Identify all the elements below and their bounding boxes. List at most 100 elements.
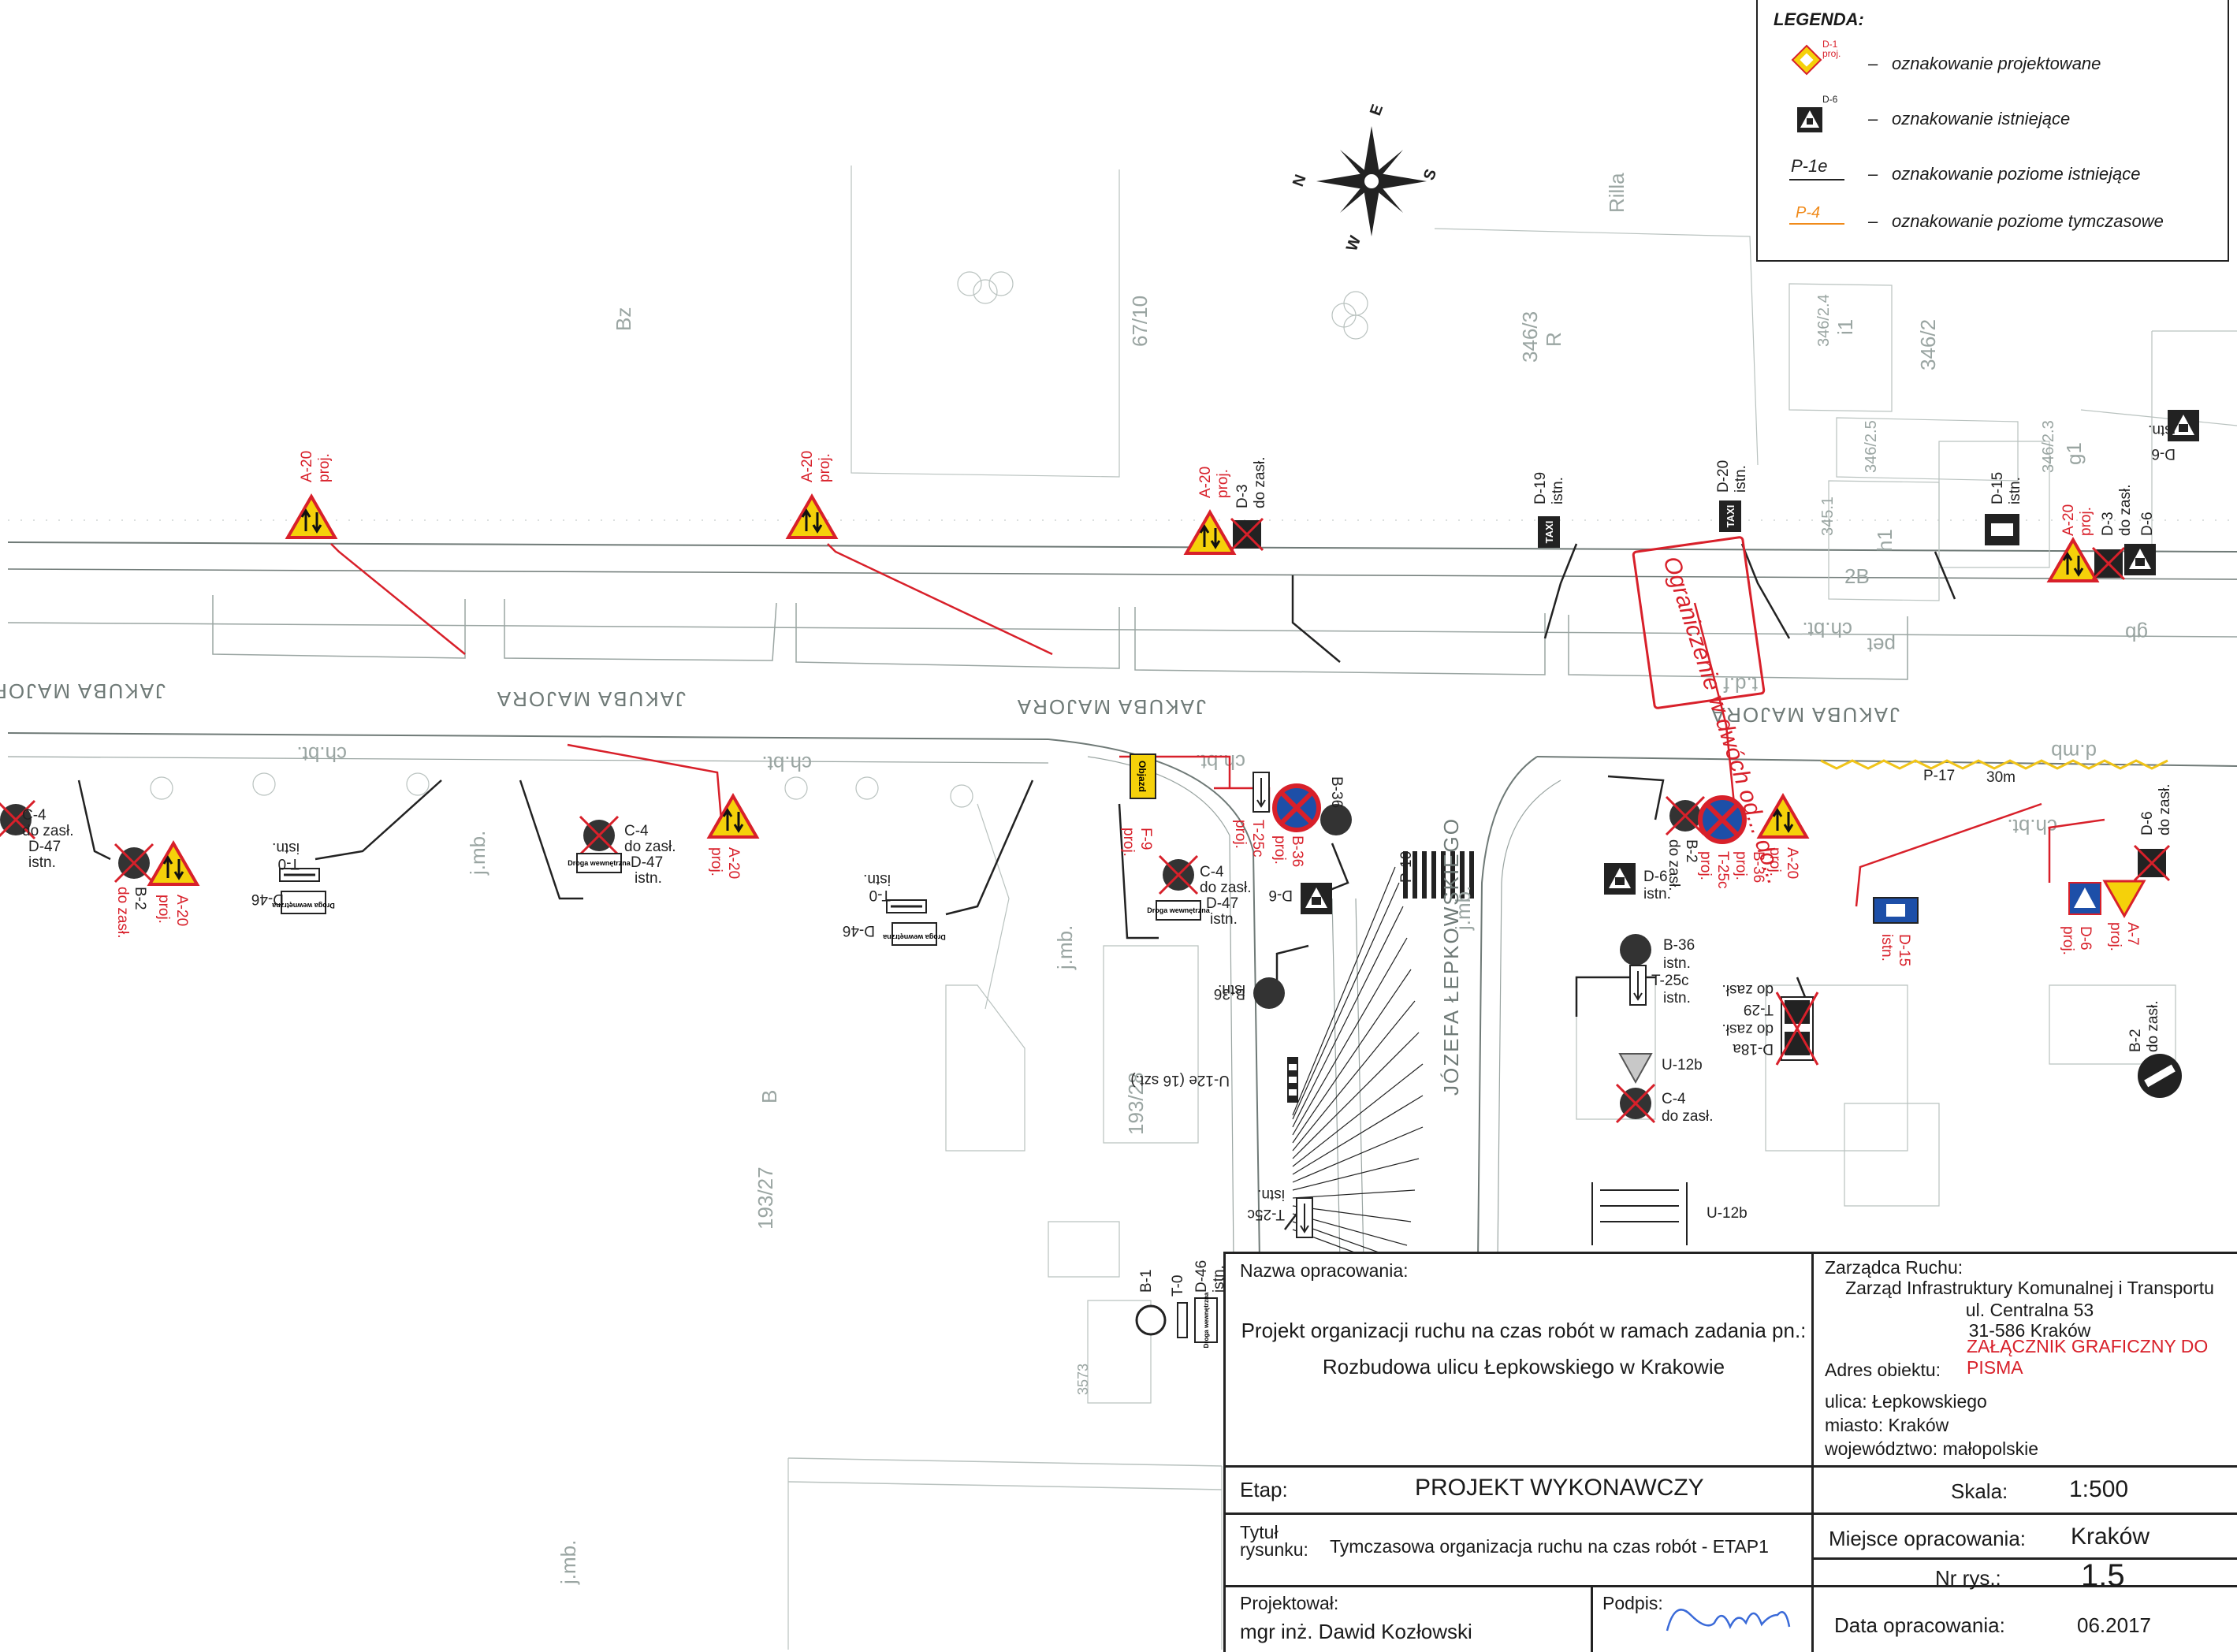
sign-label: istn.: [1257, 1186, 1285, 1203]
sign-b1-open[interactable]: [1135, 1304, 1167, 1336]
parcel-label: 346/2.3: [2040, 420, 2057, 473]
sign-label: istn.: [2148, 422, 2176, 438]
sign-label: D-15: [1989, 472, 2006, 504]
sign-b36-existing-3[interactable]: [1620, 934, 1651, 966]
sign-d6-right[interactable]: [1604, 863, 1636, 895]
sign-d3-crossed[interactable]: [1230, 517, 1264, 552]
street-name: JAKUBA MAJORA: [1710, 703, 1900, 727]
sign-d19-taxi[interactable]: TAXI: [1538, 516, 1560, 548]
sign-label: istn.: [1211, 1265, 1227, 1293]
sign-c4-crossed-right[interactable]: [1615, 1083, 1656, 1124]
sign-d6-proj[interactable]: [2068, 882, 2101, 915]
legend-dash: –: [1868, 211, 1878, 231]
sign-label: U-12b: [1707, 1205, 1748, 1222]
sign-t25c-proj[interactable]: [1252, 772, 1270, 813]
sign-t25c-existing-right[interactable]: [1629, 965, 1647, 1006]
sign-label: proj.: [155, 895, 172, 924]
sign-d46-mid[interactable]: Droga wewnętrzna: [882, 922, 946, 946]
legend-dash: –: [1868, 164, 1878, 184]
sign-label: istn.: [863, 871, 891, 887]
sign-a20-6[interactable]: [708, 794, 758, 839]
parcel-label: gb: [2125, 622, 2148, 646]
sign-label: D-47: [28, 839, 61, 855]
sign-t0-left[interactable]: [279, 868, 320, 882]
parcel-label: 346/2: [1916, 319, 1940, 370]
sign-label: proj.: [316, 453, 333, 482]
street-name: JAKUBA MAJORA: [496, 687, 686, 711]
sign-d15[interactable]: [1985, 514, 2019, 545]
sign-a7-proj[interactable]: [2102, 880, 2146, 919]
tb-skala-label: Skala:: [1951, 1479, 2008, 1503]
sign-b2-crossed-left[interactable]: [114, 843, 154, 884]
tb-miejsce-label: Miejsce opracowania:: [1829, 1527, 2027, 1550]
sign-d46-bottom[interactable]: Droga wewnętrzna: [1194, 1292, 1218, 1348]
sign-label: istn.: [635, 870, 662, 887]
tb-zarzadca-label: Zarządca Ruchu:: [1825, 1257, 1963, 1278]
sign-a20-5[interactable]: [148, 842, 199, 886]
legend-symbol-code: D-1: [1822, 39, 1838, 50]
sign-d20-taxi[interactable]: TAXI: [1719, 500, 1741, 532]
sign-b2-existing-far[interactable]: [2138, 1054, 2182, 1098]
sign-label: do zasł.: [1252, 457, 1268, 508]
tb-nr-label: Nr rys.:: [1935, 1566, 2001, 1590]
sign-label: istn.: [2007, 477, 2023, 504]
sign-d15-proj[interactable]: [1873, 897, 1919, 924]
sign-label: C-4: [1662, 1091, 1686, 1107]
sign-label: proj.: [708, 847, 724, 876]
tb-tytul-label-2: rysunku:: [1240, 1539, 1308, 1560]
sign-label: B-36: [1750, 851, 1766, 883]
sign-label: proj.: [1733, 851, 1749, 880]
sign-a20-2[interactable]: [787, 495, 837, 539]
sign-t29-d18a-crossed[interactable]: [1775, 992, 1819, 1066]
sign-b36-proj-1[interactable]: [1275, 786, 1319, 830]
tb-nr-value: 1.5: [2081, 1558, 2125, 1593]
parcel-label: 193/28: [1124, 1072, 1148, 1135]
tb-wojewodztwo: województwo: małopolskie: [1825, 1438, 2039, 1459]
sign-b36-existing-1[interactable]: [1320, 804, 1352, 835]
sign-d6-intersection[interactable]: [1301, 883, 1332, 914]
sign-b36-existing-2[interactable]: [1253, 977, 1285, 1009]
legend-row-temporary-marking: P-4 – oznakowanie poziome tymczasowe: [1774, 195, 2223, 243]
sign-label: B-2: [132, 887, 148, 910]
sign-label: do zasł.: [1722, 981, 1774, 998]
tb-data-value: 06.2017: [2077, 1613, 2151, 1637]
sign-label: istn.: [1663, 990, 1691, 1006]
legend-dash: –: [1868, 109, 1878, 128]
sign-label: istn.: [272, 839, 300, 856]
sign-label: proj.: [2078, 507, 2094, 536]
sign-t0-mid[interactable]: [886, 899, 927, 913]
sign-d47-mid[interactable]: Droga wewnętrzna: [568, 853, 631, 873]
sign-label: B-36: [1663, 937, 1695, 954]
sign-label: A-20: [299, 451, 315, 482]
sign-label: D-47: [1206, 895, 1238, 912]
tb-zarzadca-street: ul. Centralna 53: [1965, 1300, 2094, 1320]
sign-d6-crossed-right[interactable]: [2133, 844, 2171, 882]
sign-d46-left[interactable]: Droga wewnętrzna: [271, 891, 335, 914]
sign-a20-4[interactable]: [2048, 538, 2098, 582]
sign-label: proj.: [2060, 926, 2076, 955]
sign-t0-bottom[interactable]: [1177, 1302, 1188, 1338]
sign-label: A-20: [173, 895, 190, 926]
sign-label: do zasł.: [1722, 1021, 1774, 1037]
sign-label: T-25c: [1249, 820, 1266, 858]
sign-label: D-6: [2077, 926, 2094, 951]
parcel-label: g1: [2062, 442, 2086, 465]
parcel-label: 2B: [1844, 564, 1870, 588]
sign-f9-detour[interactable]: Objazd: [1130, 753, 1156, 799]
sign-label: D-46: [251, 891, 284, 907]
sign-a7-existing[interactable]: [1618, 1053, 1653, 1085]
sign-label: istn.: [1550, 477, 1566, 504]
sign-u12e[interactable]: [1287, 1057, 1298, 1103]
sign-d47-intersection[interactable]: Droga wewnętrzna: [1147, 900, 1211, 921]
sign-a20-3[interactable]: [1185, 511, 1235, 555]
sign-c4-crossed-intersection[interactable]: [1158, 854, 1199, 895]
sign-d3-crossed-2[interactable]: [2091, 546, 2126, 581]
sign-label: U-12b: [1662, 1057, 1703, 1073]
sign-c4-crossed-mid[interactable]: [579, 815, 620, 856]
sign-t25c-existing-bottom[interactable]: [1296, 1197, 1313, 1238]
sign-label: D-15: [1896, 934, 1912, 966]
sign-a20-1[interactable]: [286, 495, 337, 539]
sign-d6-top[interactable]: [2124, 544, 2156, 575]
sign-label: B-36: [1289, 835, 1305, 867]
